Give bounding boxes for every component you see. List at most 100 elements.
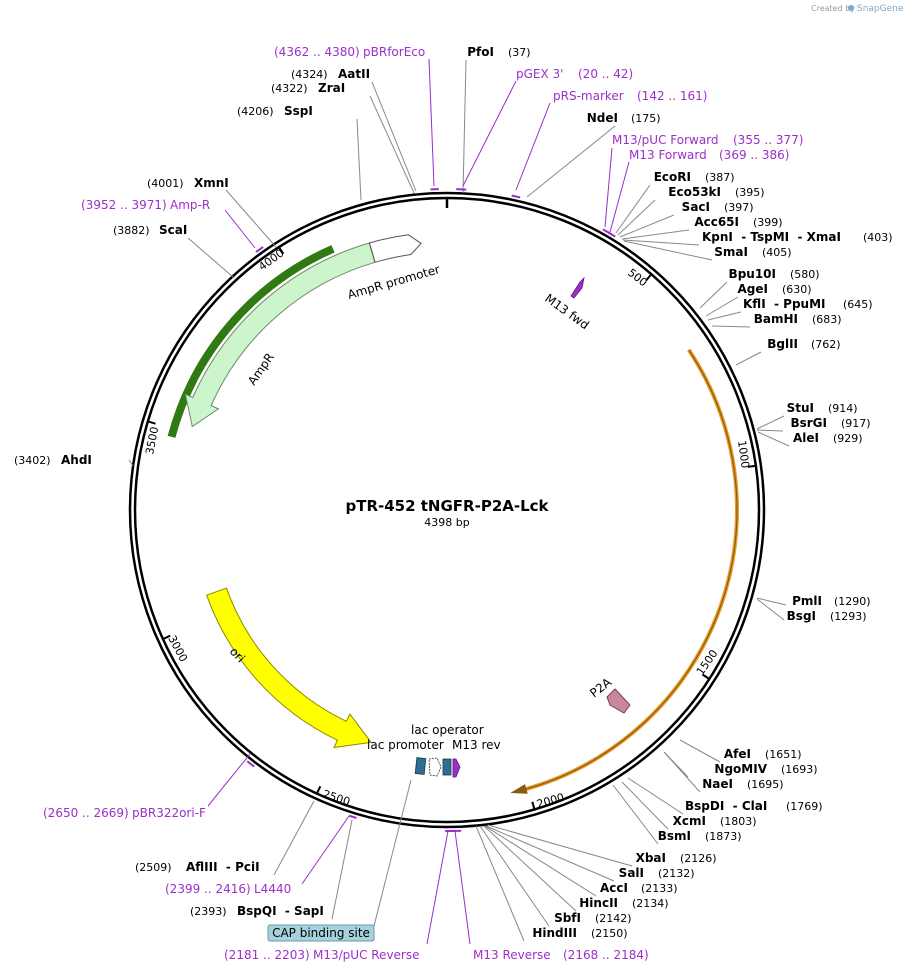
primer-m13-reverse-range: (2168 .. 2184) bbox=[563, 948, 649, 962]
tick-mark-500 bbox=[645, 274, 652, 281]
enzyme-afei[interactable]: AfeI bbox=[724, 747, 751, 761]
primer-pgex3[interactable]: pGEX 3' bbox=[516, 67, 563, 81]
primer-pbr322ori-f[interactable]: pBR322ori-F bbox=[132, 806, 206, 820]
leader-line-9 bbox=[705, 296, 739, 317]
enzyme-naei[interactable]: NaeI bbox=[702, 777, 733, 791]
primer-amp-r[interactable]: Amp-R bbox=[170, 198, 210, 212]
primer-prs-marker[interactable]: pRS-marker bbox=[553, 89, 624, 103]
enzyme-aatii[interactable]: AatII bbox=[338, 67, 370, 81]
leader-line-21 bbox=[627, 777, 684, 815]
enzyme-sspi[interactable]: SspI bbox=[284, 104, 313, 118]
p2a-feature-arrow[interactable] bbox=[606, 688, 631, 714]
enzyme-aatii-pos: (4324) bbox=[291, 68, 328, 81]
enzyme-afliii-pcii[interactable]: AflIII - PciI bbox=[186, 860, 260, 874]
enzyme-hincii[interactable]: HincII bbox=[579, 896, 618, 910]
enzyme-saci[interactable]: SacI bbox=[682, 200, 710, 214]
enzyme-kfli-ppumi-pos: (645) bbox=[843, 298, 873, 311]
enzyme-smai[interactable]: SmaI bbox=[714, 245, 748, 259]
ampr-promoter-arrow[interactable] bbox=[368, 234, 422, 263]
ori-feature-arrow[interactable] bbox=[206, 587, 373, 749]
enzyme-ecori-pos: (387) bbox=[705, 171, 735, 184]
enzyme-stui-pos: (914) bbox=[828, 402, 858, 415]
enzyme-agei[interactable]: AgeI bbox=[738, 282, 768, 296]
enzyme-pfoi-pos: (37) bbox=[508, 46, 531, 59]
primer-mark-1 bbox=[456, 188, 467, 191]
cap-binding-site-label-box[interactable] bbox=[267, 924, 375, 942]
enzyme-sspi-pos: (4206) bbox=[237, 105, 274, 118]
tick-label-3000: 3000 bbox=[165, 633, 190, 664]
enzyme-hindiii[interactable]: HindIII bbox=[532, 926, 577, 940]
enzyme-kpni-tspmi-xmai[interactable]: KpnI - TspMI - XmaI bbox=[702, 230, 841, 244]
enzyme-bsmi[interactable]: BsmI bbox=[658, 829, 691, 843]
lac-promoter-arrow[interactable] bbox=[428, 757, 442, 777]
primer-m13-puc-reverse[interactable]: M13/pUC Reverse bbox=[313, 948, 420, 962]
enzyme-bspdi-clai[interactable]: BspDI - ClaI bbox=[685, 799, 767, 813]
enzyme-ngomiv-pos: (1693) bbox=[781, 763, 818, 776]
enzyme-ndei[interactable]: NdeI bbox=[587, 111, 618, 125]
leader-line-18 bbox=[679, 739, 721, 763]
enzyme-hincii-pos: (2134) bbox=[632, 897, 669, 910]
enzyme-bsgi[interactable]: BsgI bbox=[787, 609, 816, 623]
tick-mark-2000 bbox=[531, 801, 536, 809]
enzyme-bglii[interactable]: BglII bbox=[767, 337, 798, 351]
enzyme-bpu10i[interactable]: Bpu10I bbox=[729, 267, 776, 281]
primer-pbrforeco[interactable]: pBRforEco bbox=[363, 45, 425, 59]
enzyme-xmni[interactable]: XmnI bbox=[194, 176, 229, 190]
m13-fwd-feature-arrow[interactable] bbox=[570, 276, 585, 299]
tngfr-p2a-lck-orf-highlight[interactable] bbox=[515, 348, 739, 794]
enzyme-bspdi-clai-pos: (1769) bbox=[786, 800, 823, 813]
leader-line-8 bbox=[699, 281, 728, 309]
enzyme-bsrgi[interactable]: BsrGI bbox=[790, 416, 827, 430]
enzyme-bsrgi-pos: (917) bbox=[841, 417, 871, 430]
enzyme-sbfi[interactable]: SbfI bbox=[554, 911, 581, 925]
primer-leader-2 bbox=[515, 102, 551, 191]
primer-mark-7 bbox=[348, 814, 357, 819]
primer-m13-puc-reverse-range: (2181 .. 2203) bbox=[224, 948, 310, 962]
enzyme-xbai[interactable]: XbaI bbox=[636, 851, 666, 865]
leader-line-3 bbox=[617, 199, 656, 236]
enzyme-ngomiv[interactable]: NgoMIV bbox=[714, 762, 767, 776]
enzyme-bpu10i-pos: (580) bbox=[790, 268, 820, 281]
enzyme-kfli-ppumi[interactable]: KflI - PpuMI bbox=[743, 297, 826, 311]
enzyme-bsgi-pos: (1293) bbox=[830, 610, 867, 623]
enzyme-stui[interactable]: StuI bbox=[787, 401, 814, 415]
enzyme-bamhi[interactable]: BamHI bbox=[754, 312, 798, 326]
enzyme-scai-pos: (3882) bbox=[113, 224, 150, 237]
enzyme-xcmi[interactable]: XcmI bbox=[673, 814, 706, 828]
primer-m13-forward[interactable]: M13 Forward bbox=[629, 148, 707, 162]
cap-binding-site-label: CAP binding site bbox=[272, 926, 370, 940]
enzyme-eco53ki-pos: (395) bbox=[735, 186, 765, 199]
ampr-feature-arrow[interactable] bbox=[184, 242, 376, 428]
primer-leader-9 bbox=[454, 830, 471, 945]
enzyme-sali[interactable]: SalI bbox=[619, 866, 644, 880]
cap-leader-line bbox=[373, 779, 412, 927]
enzyme-zrai[interactable]: ZraI bbox=[318, 81, 345, 95]
tick-mark-3000 bbox=[163, 634, 171, 640]
ampr-promoter-label: AmpR promoter bbox=[346, 262, 442, 302]
primer-leader-8 bbox=[426, 830, 449, 945]
primer-m13-reverse[interactable]: M13 Reverse bbox=[473, 948, 551, 962]
primer-m13-puc-forward[interactable]: M13/pUC Forward bbox=[612, 133, 719, 147]
enzyme-ndei-pos: (175) bbox=[631, 112, 661, 125]
enzyme-ecori[interactable]: EcoRI bbox=[654, 170, 691, 184]
primer-leader-1 bbox=[462, 80, 517, 187]
tngfr-p2a-lck-orf-line bbox=[516, 349, 738, 793]
enzyme-xmni-pos: (4001) bbox=[147, 177, 184, 190]
enzyme-scai[interactable]: ScaI bbox=[159, 223, 187, 237]
enzyme-pfoi[interactable]: PfoI bbox=[467, 45, 494, 59]
leader-line-15 bbox=[757, 431, 790, 447]
enzyme-ahdi[interactable]: AhdI bbox=[61, 453, 92, 467]
enzyme-acc65i[interactable]: Acc65I bbox=[694, 215, 739, 229]
cap-binding-site-box[interactable] bbox=[414, 757, 427, 775]
enzyme-bspqi-sapi[interactable]: BspQI - SapI bbox=[237, 904, 324, 918]
primer-l4440[interactable]: L4440 bbox=[254, 882, 291, 896]
leader-line-30 bbox=[331, 819, 353, 920]
lac-operator-box[interactable] bbox=[442, 758, 452, 776]
enzyme-acci[interactable]: AccI bbox=[600, 881, 628, 895]
enzyme-pmli[interactable]: PmlI bbox=[792, 594, 822, 608]
enzyme-kpni-tspmi-xmai-pos: (403) bbox=[863, 231, 893, 244]
enzyme-eco53ki[interactable]: Eco53kI bbox=[668, 185, 721, 199]
m13-rev-feature-arrow[interactable] bbox=[452, 758, 461, 778]
leader-line-28 bbox=[479, 825, 550, 927]
enzyme-alei[interactable]: AleI bbox=[793, 431, 819, 445]
